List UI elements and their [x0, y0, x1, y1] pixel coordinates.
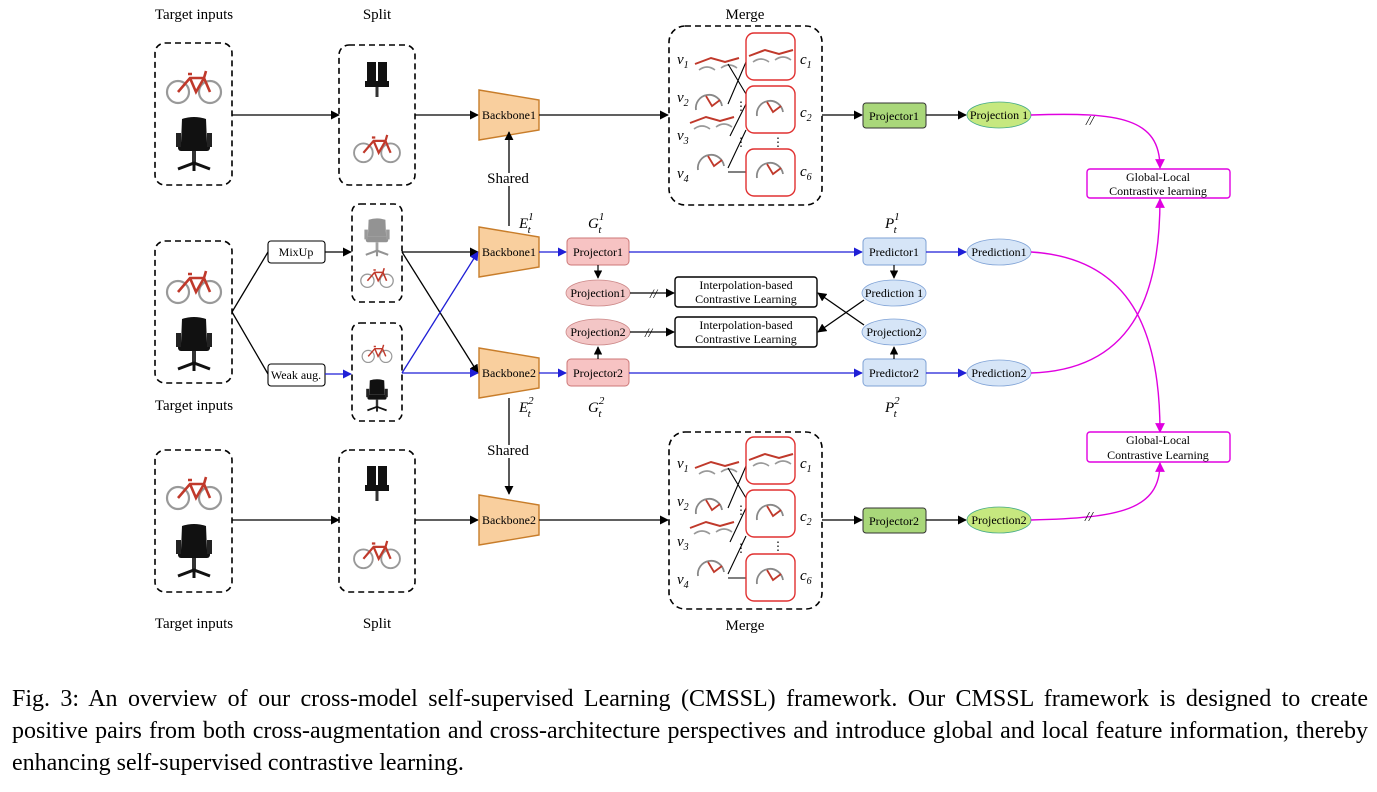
mid-target-inputs-label: Target inputs — [155, 398, 233, 414]
shared-label-bottom: Shared — [487, 443, 529, 459]
svg-text://: // — [1085, 114, 1095, 129]
svg-text:Projection2: Projection2 — [570, 325, 625, 339]
svg-text:Projection 1: Projection 1 — [970, 108, 1028, 122]
svg-text:v4: v4 — [677, 572, 689, 591]
svg-text:⋮: ⋮ — [735, 135, 747, 149]
svg-text://: // — [644, 325, 654, 340]
weak-aug-box — [267, 363, 326, 387]
merge-c1: c1 — [800, 52, 812, 71]
top-target-inputs-label: Target inputs — [155, 7, 233, 23]
svg-text:c1: c1 — [800, 456, 812, 475]
svg-text:⋮: ⋮ — [735, 99, 747, 113]
merge-crop-c6 — [745, 148, 796, 197]
svg-text:Interpolation-based: Interpolation-based — [699, 318, 792, 332]
svg-text:Weak aug.: Weak aug. — [271, 368, 321, 382]
svg-text:⋮: ⋮ — [735, 503, 747, 517]
chair-image — [174, 115, 214, 173]
merge-c6: c6 — [800, 164, 812, 183]
svg-text:Backbone1: Backbone1 — [482, 245, 536, 259]
svg-text:Projector2: Projector2 — [573, 366, 623, 380]
svg-text:Backbone2: Backbone2 — [482, 513, 536, 527]
svg-text:Contrastive learning: Contrastive learning — [1109, 184, 1207, 198]
merge-v1: v1 — [677, 52, 689, 71]
svg-text:⋮: ⋮ — [772, 135, 784, 149]
backbone2-bottom — [478, 494, 540, 546]
svg-text:⋮: ⋮ — [735, 541, 747, 555]
svg-text:Global-Local: Global-Local — [1126, 170, 1191, 184]
merge-v4: v4 — [677, 166, 689, 185]
svg-text:Global-Local: Global-Local — [1126, 433, 1191, 447]
svg-text:Projection1: Projection1 — [570, 286, 625, 300]
svg-text:MixUp: MixUp — [279, 245, 314, 259]
prediction1-circle — [861, 279, 927, 307]
backbone2-mid — [478, 347, 540, 399]
backbone1-top — [478, 89, 540, 141]
top-merge-label: Merge — [726, 7, 765, 23]
svg-text:Predictor1: Predictor1 — [869, 245, 919, 259]
svg-text:Projection2: Projection2 — [971, 513, 1026, 527]
svg-text:Prediction2: Prediction2 — [971, 366, 1026, 380]
merge-crop-c2 — [745, 85, 796, 134]
svg-text:Projection2: Projection2 — [866, 325, 921, 339]
svg-text:⋮: ⋮ — [772, 539, 784, 553]
svg-text:v1: v1 — [677, 456, 689, 475]
shared-label-top: Shared — [487, 171, 529, 187]
global-local-cl-top — [1086, 168, 1231, 199]
svg-text://: // — [649, 286, 659, 301]
svg-text:Interpolation-based: Interpolation-based — [699, 278, 792, 292]
framework-diagram: Target inputs Split Merge Backbone1 v1 v… — [154, 7, 1231, 634]
svg-text:Backbone2: Backbone2 — [482, 366, 536, 380]
global-local-cl-bottom — [1086, 431, 1231, 463]
top-split-label: Split — [363, 7, 392, 23]
svg-text:v3: v3 — [677, 534, 689, 553]
interp-cl-box-1 — [674, 276, 818, 308]
prediction2-circle — [861, 318, 927, 346]
svg-text:Contrastive Learning: Contrastive Learning — [695, 292, 797, 306]
split-chair-image — [365, 60, 389, 104]
split-bicycle-image — [352, 133, 402, 164]
bottom-target-inputs-label: Target inputs — [155, 616, 233, 632]
bicycle-image — [165, 69, 223, 105]
svg-text:v2: v2 — [677, 494, 689, 513]
merge-c2: c2 — [800, 105, 812, 124]
backbone1-mid — [478, 226, 540, 278]
backbone1-top-label: Backbone1 — [482, 108, 536, 122]
merge-v3: v3 — [677, 128, 689, 147]
bottom-merge-box — [668, 431, 823, 610]
svg-text:Projector1: Projector1 — [573, 245, 623, 259]
svg-text:Prediction1: Prediction1 — [971, 245, 1026, 259]
svg-text:Predictor2: Predictor2 — [869, 366, 919, 380]
merge-v2: v2 — [677, 90, 689, 109]
svg-text:Prediction 1: Prediction 1 — [865, 286, 923, 300]
svg-text://: // — [1084, 510, 1094, 525]
top-merge-box — [668, 25, 823, 206]
svg-text:c2: c2 — [800, 509, 812, 528]
bottom-merge-label: Merge — [726, 618, 765, 634]
svg-text:Contrastive Learning: Contrastive Learning — [1107, 448, 1209, 462]
interp-cl-box-2 — [674, 316, 818, 348]
bottom-split-label: Split — [363, 616, 392, 632]
svg-text:Projector1: Projector1 — [869, 109, 919, 123]
svg-text:Projector2: Projector2 — [869, 514, 919, 528]
svg-text:Contrastive Learning: Contrastive Learning — [695, 332, 797, 346]
top-target-inputs-box — [154, 42, 233, 186]
bottom-target-inputs-box — [154, 449, 233, 593]
svg-text:c6: c6 — [800, 568, 812, 587]
merge-crop-c1 — [745, 32, 796, 81]
figure-caption: Fig. 3: An overview of our cross-model s… — [12, 686, 1368, 776]
